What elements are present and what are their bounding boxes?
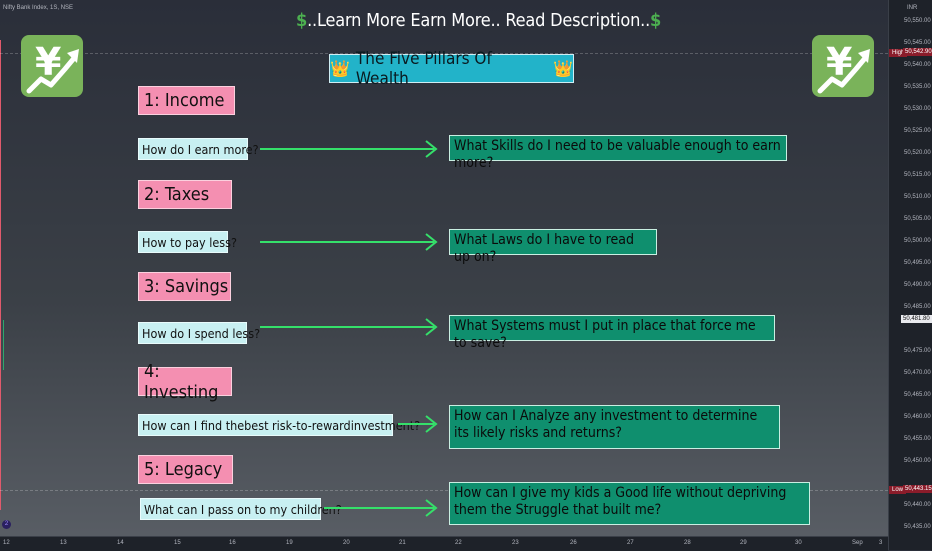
main-title: 👑 The Five Pillars Of Wealth 👑: [329, 49, 574, 89]
pillar-investing-answer: How can I Analyze any investment to dete…: [449, 405, 780, 449]
pillar-taxes-label: 2: Taxes: [138, 180, 232, 209]
events-badge[interactable]: 2: [2, 520, 11, 529]
headline-text: ..Learn More Earn More.. Read Descriptio…: [307, 10, 651, 31]
pillar-income-question: How do I earn more?: [138, 138, 259, 160]
time-label: 29: [740, 540, 747, 546]
price-label: 50,530.00: [904, 106, 931, 112]
price-label: 50,500.00: [904, 238, 931, 244]
pillar-investing-label: 4: Investing: [138, 361, 232, 403]
pillar-income-label: 1: Income: [138, 86, 235, 115]
pillar-taxes-answer: What Laws do I have to read up on?: [449, 229, 657, 265]
price-label: 50,455.00: [904, 436, 931, 442]
price-label: 50,540.00: [904, 62, 931, 68]
time-label: 21: [399, 540, 406, 546]
price-label: 50,465.00: [904, 392, 931, 398]
price-label: 50,475.00: [904, 348, 931, 354]
chart-area[interactable]: Nifty Bank Index, 1S, NSE $..Learn More …: [0, 0, 888, 536]
low-tag: Low: [889, 486, 907, 494]
time-label: 23: [512, 540, 519, 546]
time-label: 27: [627, 540, 634, 546]
time-label: 30: [795, 540, 802, 546]
price-label: 50,460.00: [904, 414, 931, 420]
pillar-investing-question: How can I find thebest risk-to-rewardinv…: [138, 414, 420, 436]
time-label: 15: [174, 540, 181, 546]
time-label: 12: [3, 540, 10, 546]
arrow-right-icon: [398, 415, 438, 433]
pillar-income-answer: What Skills do I need to be valuable eno…: [449, 135, 787, 171]
arrow-right-icon: [324, 499, 438, 517]
candle-body: [3, 320, 4, 370]
current-price-value: 50,481.80: [901, 315, 932, 323]
price-label: 50,515.00: [904, 172, 931, 178]
pillar-savings-question: How do I spend less?: [138, 322, 260, 344]
time-axis[interactable]: 12 13 14 15 16 19 20 21 22 23 26 27 28 2…: [0, 536, 888, 551]
price-label: 50,440.00: [904, 502, 931, 508]
price-axis[interactable]: INR 50,550.00 50,545.00 50,540.00 50,535…: [888, 0, 932, 550]
low-price-value: 50,443.15: [903, 485, 932, 493]
yen-growth-icon: ¥: [812, 35, 874, 97]
price-label: 50,450.00: [904, 458, 931, 464]
time-label: 22: [455, 540, 462, 546]
crown-icon: 👑: [330, 59, 350, 78]
crown-icon: 👑: [553, 59, 573, 78]
time-label: 28: [684, 540, 691, 546]
time-label: 20: [343, 540, 350, 546]
price-label: 50,520.00: [904, 150, 931, 156]
pillar-taxes-question: How to pay less?: [138, 231, 237, 253]
time-label: 13: [60, 540, 67, 546]
price-label: 50,545.00: [904, 40, 931, 46]
arrow-right-icon: [260, 318, 438, 336]
headline: $..Learn More Earn More.. Read Descripti…: [296, 10, 661, 31]
price-label: 50,470.00: [904, 370, 931, 376]
main-title-text: The Five Pillars Of Wealth: [355, 48, 492, 89]
time-label: 3: [879, 540, 883, 546]
price-label: 50,490.00: [904, 282, 931, 288]
price-label: 50,535.00: [904, 84, 931, 90]
symbol-info[interactable]: Nifty Bank Index, 1S, NSE: [3, 5, 74, 11]
pillar-savings-answer: What Systems must I put in place that fo…: [449, 315, 775, 351]
high-price-line: [0, 53, 888, 54]
yen-growth-icon: ¥: [21, 35, 83, 97]
price-label: 50,485.00: [904, 304, 931, 310]
candle-wick: [0, 40, 1, 510]
dollar-icon: $: [650, 10, 662, 31]
time-label: 19: [286, 540, 293, 546]
price-label: 50,525.00: [904, 128, 931, 134]
high-price-value: 50,542.90: [903, 48, 932, 56]
price-label: 50,495.00: [904, 260, 931, 266]
price-label: 50,505.00: [904, 216, 931, 222]
pillar-legacy-label: 5: Legacy: [138, 455, 233, 484]
time-label: 26: [570, 540, 577, 546]
price-label: 50,550.00: [904, 18, 931, 24]
time-label: Sep: [852, 540, 863, 546]
price-label: 50,435.00: [904, 524, 931, 530]
arrow-right-icon: [260, 140, 438, 158]
time-label: 16: [229, 540, 236, 546]
pillar-legacy-answer: How can I give my kids a Good life witho…: [449, 482, 810, 525]
high-tag: High: [889, 49, 908, 57]
arrow-right-icon: [260, 233, 438, 251]
dollar-icon: $: [296, 10, 308, 31]
price-label: 50,510.00: [904, 194, 931, 200]
pillar-legacy-question: What can I pass on to my children?: [140, 498, 342, 520]
time-label: 14: [117, 540, 124, 546]
pillar-savings-label: 3: Savings: [138, 272, 231, 301]
currency-label[interactable]: INR: [907, 5, 918, 11]
low-price-line: [0, 490, 888, 491]
